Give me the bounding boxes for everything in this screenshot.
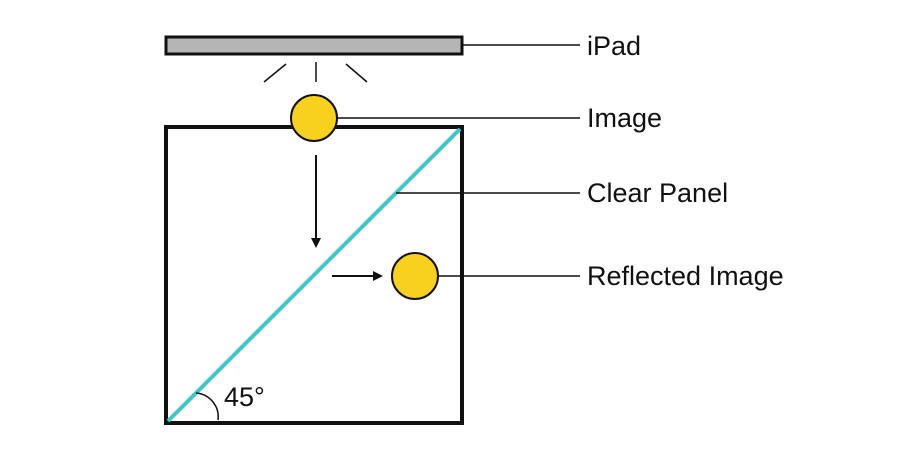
reflected-image-circle xyxy=(391,252,439,300)
clear-panel-line xyxy=(166,127,462,423)
reflected-image-label: Reflected Image xyxy=(587,261,784,291)
image-circle xyxy=(290,94,338,142)
ipad-label: iPad xyxy=(587,31,641,61)
light-ray-left xyxy=(263,63,287,83)
ipad-bar xyxy=(164,35,464,56)
angle-arc xyxy=(195,392,219,421)
image-label: Image xyxy=(587,103,662,133)
light-ray-right xyxy=(345,63,368,83)
clear-panel-label: Clear Panel xyxy=(587,178,728,208)
angle-label: 45° xyxy=(224,382,265,412)
